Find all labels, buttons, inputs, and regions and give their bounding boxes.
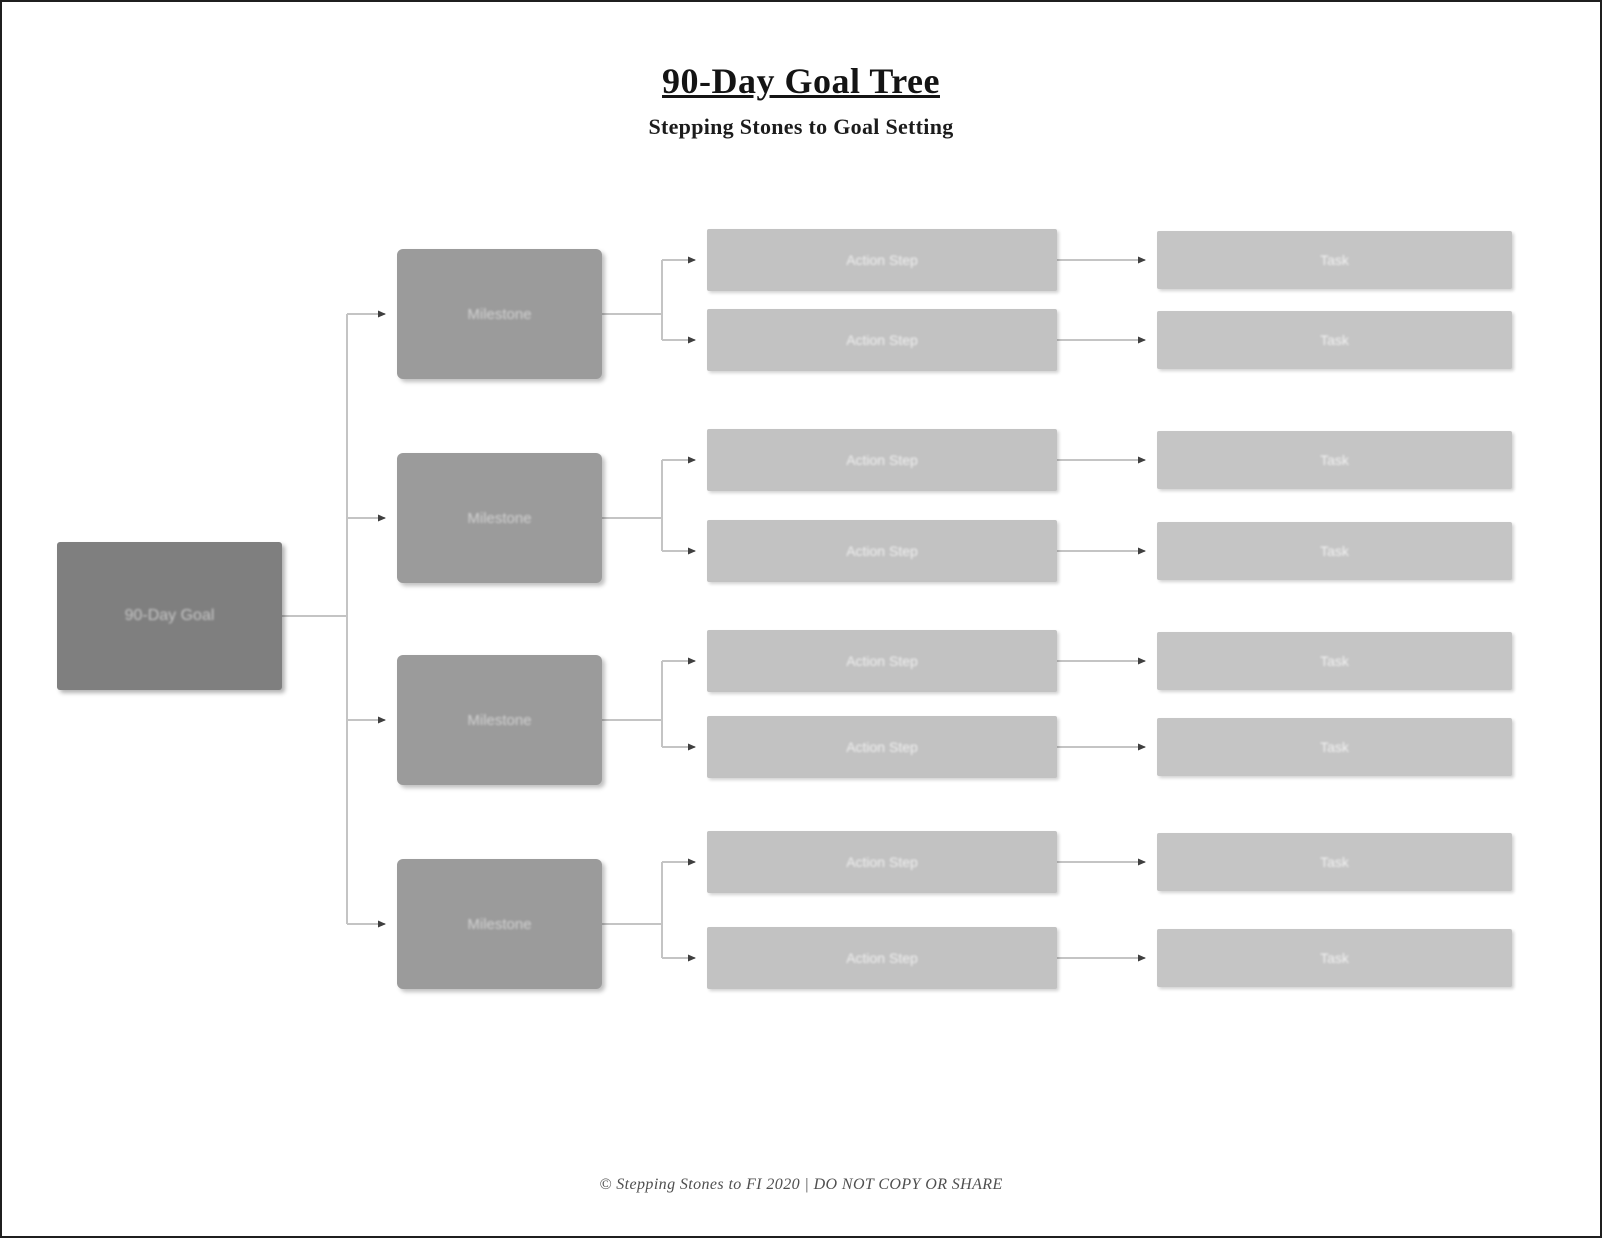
- action-step-box-4: Action Step: [707, 520, 1057, 582]
- action-step-label: Action Step: [846, 653, 918, 669]
- root-goal-box: 90-Day Goal: [57, 542, 282, 690]
- action-step-box-3: Action Step: [707, 429, 1057, 491]
- action-step-label: Action Step: [846, 739, 918, 755]
- action-step-label: Action Step: [846, 332, 918, 348]
- action-step-label: Action Step: [846, 854, 918, 870]
- task-box-3: Task: [1157, 431, 1512, 489]
- task-label: Task: [1320, 252, 1349, 268]
- page-title: 90-Day Goal Tree: [662, 61, 940, 101]
- footer-copyright: © Stepping Stones to FI 2020 | DO NOT CO…: [599, 1176, 1003, 1193]
- milestone-box-4: Milestone: [397, 859, 602, 989]
- page-subtitle: Stepping Stones to Goal Setting: [648, 114, 954, 139]
- action-step-label: Action Step: [846, 543, 918, 559]
- action-step-box-6: Action Step: [707, 716, 1057, 778]
- milestone-box-3: Milestone: [397, 655, 602, 785]
- milestone-box-1: Milestone: [397, 249, 602, 379]
- milestone-label: Milestone: [467, 711, 532, 729]
- action-step-box-5: Action Step: [707, 630, 1057, 692]
- action-step-box-1: Action Step: [707, 229, 1057, 291]
- task-label: Task: [1320, 543, 1349, 559]
- task-box-1: Task: [1157, 231, 1512, 289]
- task-label: Task: [1320, 739, 1349, 755]
- milestone-label: Milestone: [467, 915, 532, 933]
- action-step-label: Action Step: [846, 950, 918, 966]
- task-box-8: Task: [1157, 929, 1512, 987]
- task-label: Task: [1320, 332, 1349, 348]
- page-header: 90-Day Goal Tree Stepping Stones to Goal…: [2, 60, 1600, 140]
- task-box-5: Task: [1157, 632, 1512, 690]
- task-box-7: Task: [1157, 833, 1512, 891]
- milestone-label: Milestone: [467, 305, 532, 323]
- task-label: Task: [1320, 653, 1349, 669]
- task-label: Task: [1320, 854, 1349, 870]
- action-step-label: Action Step: [846, 452, 918, 468]
- root-goal-label: 90-Day Goal: [124, 607, 215, 624]
- milestone-box-2: Milestone: [397, 453, 602, 583]
- task-box-4: Task: [1157, 522, 1512, 580]
- action-step-box-7: Action Step: [707, 831, 1057, 893]
- milestone-label: Milestone: [467, 509, 532, 527]
- task-label: Task: [1320, 452, 1349, 468]
- task-box-6: Task: [1157, 718, 1512, 776]
- task-box-2: Task: [1157, 311, 1512, 369]
- task-label: Task: [1320, 950, 1349, 966]
- action-step-label: Action Step: [846, 252, 918, 268]
- action-step-box-8: Action Step: [707, 927, 1057, 989]
- action-step-box-2: Action Step: [707, 309, 1057, 371]
